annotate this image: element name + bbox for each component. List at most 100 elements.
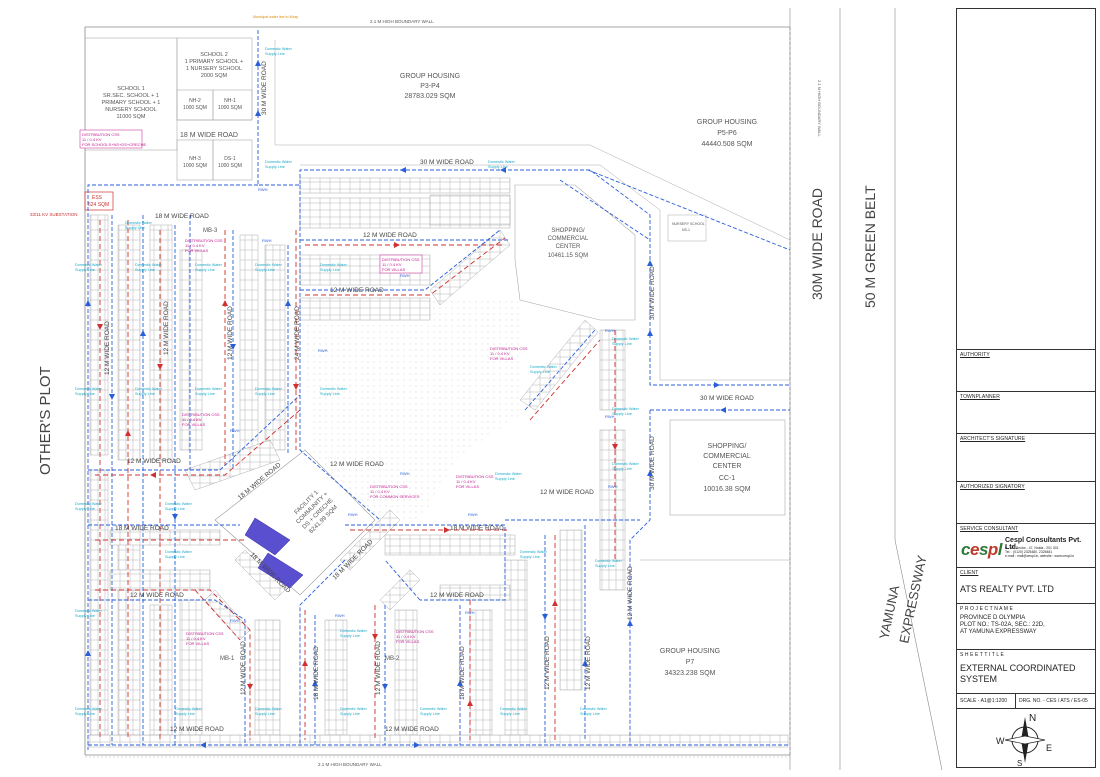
shopping-center-text: SHOPPING/ COMMERCIAL CENTER 10461.15 SQM — [548, 228, 589, 259]
road-label-12m-g: 12 M WIDE ROAD — [430, 592, 484, 599]
svg-text:Supply Line: Supply Line — [612, 342, 632, 346]
svg-text:RWH: RWH — [608, 484, 618, 489]
svg-text:Supply Line: Supply Line — [195, 392, 215, 396]
svg-text:P7: P7 — [686, 659, 695, 666]
project-line-3: AT YAMUNA EXPRESSWAY — [960, 629, 1037, 635]
svg-text:11 / 0.4 KV: 11 / 0.4 KV — [186, 636, 206, 641]
svg-text:Domestic Water: Domestic Water — [530, 365, 558, 369]
svg-text:Domestic Water: Domestic Water — [265, 47, 293, 51]
rwh-markers: RWH RWH RWH RWH RWH RWH RWH RWH RWH RWH … — [230, 187, 618, 623]
road-30m-label: 30M WIDE ROAD — [809, 188, 825, 300]
svg-text:Supply Line: Supply Line — [165, 555, 185, 559]
ess-area: 624 SQM — [88, 202, 109, 208]
mb1-label: MB-1 — [220, 656, 235, 662]
consultant-label: SERVICE CONSULTANT — [960, 526, 1019, 532]
others-plot-label: OTHER'S PLOT — [37, 366, 54, 475]
svg-text:SCHOOL 1: SCHOOL 1 — [117, 86, 145, 92]
svg-text:DS-1: DS-1 — [224, 156, 236, 162]
svg-text:DISTRIBUTION CSS: DISTRIBUTION CSS — [490, 346, 528, 351]
svg-text:Domestic Water: Domestic Water — [520, 550, 548, 554]
svg-text:Domestic Water: Domestic Water — [265, 160, 293, 164]
svg-text:Domestic Water: Domestic Water — [135, 263, 163, 267]
sheet-title-2: SYSTEM — [960, 674, 998, 684]
project-label: P R O J E C T N A M E — [960, 606, 1013, 612]
road-label-18m-mid2: 18 M WIDE ROAD — [450, 525, 504, 532]
svg-text:Supply Line: Supply Line — [255, 712, 275, 716]
svg-text:11 / 0.4 KV: 11 / 0.4 KV — [182, 417, 202, 422]
road-label-12m-a: 12 M WIDE ROAD — [363, 232, 417, 239]
gh-p7-text: GROUP HOUSING P7 34323.238 SQM — [660, 648, 720, 677]
road-label-18m-diag3: 18 M WIDE ROAD — [331, 538, 374, 581]
ess-box — [84, 191, 114, 211]
svg-text:RWH: RWH — [605, 328, 615, 333]
svg-text:Supply Line: Supply Line — [500, 712, 520, 716]
scale-row: SCALE - A1@1:1200 DRG. NO. - CES / ATS /… — [957, 693, 1095, 709]
townplanner-cell: TOWNPLANNER — [957, 391, 1095, 433]
road-label-12m-b: 12 M WIDE ROAD — [330, 287, 384, 294]
svg-text:Supply Line: Supply Line — [165, 507, 185, 511]
project-line-1: PROVINCE D OLYMPIA — [960, 615, 1026, 621]
svg-text:FOR VILLAS: FOR VILLAS — [490, 356, 513, 361]
svg-text:RWH: RWH — [262, 238, 272, 243]
water-supply-network — [87, 30, 791, 750]
svg-text:Supply Line: Supply Line — [195, 268, 215, 272]
svg-text:NH-3: NH-3 — [189, 156, 201, 162]
svg-text:DISTRIBUTION CSS: DISTRIBUTION CSS — [370, 484, 408, 489]
road-label-12m-e: 12 M WIDE ROAD — [540, 489, 594, 496]
svg-text:Domestic Water: Domestic Water — [612, 407, 640, 411]
nursery-small-id: NS-1 — [682, 228, 690, 232]
svg-text:Domestic Water: Domestic Water — [165, 550, 193, 554]
svg-text:NH-1: NH-1 — [224, 98, 236, 104]
road-label-30m-right: 30 M WIDE ROAD — [700, 395, 754, 402]
road-label-12m-v2: 12 M WIDE ROAD — [163, 301, 170, 355]
svg-text:FOR VILLAS: FOR VILLAS — [186, 641, 209, 646]
svg-text:GROUP HOUSING: GROUP HOUSING — [660, 648, 720, 655]
svg-text:Supply Line: Supply Line — [255, 268, 275, 272]
svg-text:Supply Line: Supply Line — [520, 555, 540, 559]
css-annotation-4: DISTRIBUTION CSS 11 / 0.4 KV FOR VILLAS — [182, 412, 220, 427]
svg-text:Domestic Water: Domestic Water — [75, 609, 103, 613]
svg-text:28783.029 SQM: 28783.029 SQM — [405, 93, 456, 100]
svg-text:Domestic Water: Domestic Water — [495, 472, 523, 476]
road-label-18m-top: 18 M WIDE ROAD — [155, 213, 209, 220]
css-annotation-schools: DISTRIBUTION CSS 11 / 0.4 KV FOR SCHOOLS… — [79, 129, 146, 149]
consultant-name: Cespl Consultants Pvt. Ltd. — [1005, 537, 1082, 551]
svg-text:Domestic Water: Domestic Water — [75, 387, 103, 391]
svg-text:P3-P4: P3-P4 — [420, 83, 440, 90]
right-wall-label: 2.1 M HIGH BOUNDARY WALL — [817, 80, 822, 137]
facility-text: FACILITY 1 COMMUNITY + DS + CRECHE 6241.… — [294, 489, 339, 535]
fire-tank-shape-2 — [257, 552, 304, 589]
group-housing-outlines — [274, 40, 791, 561]
svg-text:Domestic Water: Domestic Water — [255, 707, 283, 711]
css-annotation-5: DISTRIBUTION CSS 11 / 0.4 KV FOR VILLAS — [456, 474, 494, 489]
east-label: E — [1046, 743, 1052, 753]
svg-text:Supply Line: Supply Line — [320, 268, 340, 272]
architect-label: ARCHITECT'S SIGNATURE — [960, 436, 1026, 442]
svg-text:NH-2: NH-2 — [189, 98, 201, 104]
svg-text:2000 SQM: 2000 SQM — [201, 73, 228, 79]
css-annotation-2: DISTRIBUTION CSS 11 / 0.4 KV FOR VILLAS — [379, 254, 423, 274]
svg-text:Domestic Water: Domestic Water — [75, 263, 103, 267]
gh-p3p4-text: GROUP HOUSING P3-P4 28783.029 SQM — [400, 73, 460, 100]
svg-text:FOR COMMON SERVICES: FOR COMMON SERVICES — [370, 494, 420, 499]
signatory-cell: AUTHORIZED SIGNATORY — [957, 481, 1095, 523]
road-label-12m-i: 12 M WIDE ROAD — [385, 726, 439, 733]
villa-plot-blocks — [89, 214, 626, 736]
svg-text:FOR VILLAS: FOR VILLAS — [456, 484, 479, 489]
svg-text:Supply Line: Supply Line — [495, 477, 515, 481]
svg-text:CC-1: CC-1 — [719, 475, 735, 482]
svg-text:Domestic Water: Domestic Water — [125, 221, 153, 225]
north-arrow-icon: N W E S — [996, 713, 1052, 767]
svg-text:RWH: RWH — [605, 414, 615, 419]
gh-p5p6-text: GROUP HOUSING P5-P6 44440.508 SQM — [697, 119, 757, 148]
svg-text:10016.38 SQM: 10016.38 SQM — [703, 486, 750, 493]
svg-text:CENTER: CENTER — [713, 463, 742, 470]
authority-label: AUTHORITY — [960, 352, 990, 358]
road-label-12m-v9: 12 M WIDE ROAD — [585, 636, 592, 690]
svg-text:Supply Line: Supply Line — [420, 712, 440, 716]
road-label-18m-v5: 18 M WIDE ROAD — [313, 646, 320, 700]
sheet-title-1: EXTERNAL COORDINATED — [960, 663, 1076, 673]
townplanner-label: TOWNPLANNER — [960, 394, 1000, 400]
svg-text:1 PRIMARY SCHOOL +: 1 PRIMARY SCHOOL + — [185, 59, 244, 65]
